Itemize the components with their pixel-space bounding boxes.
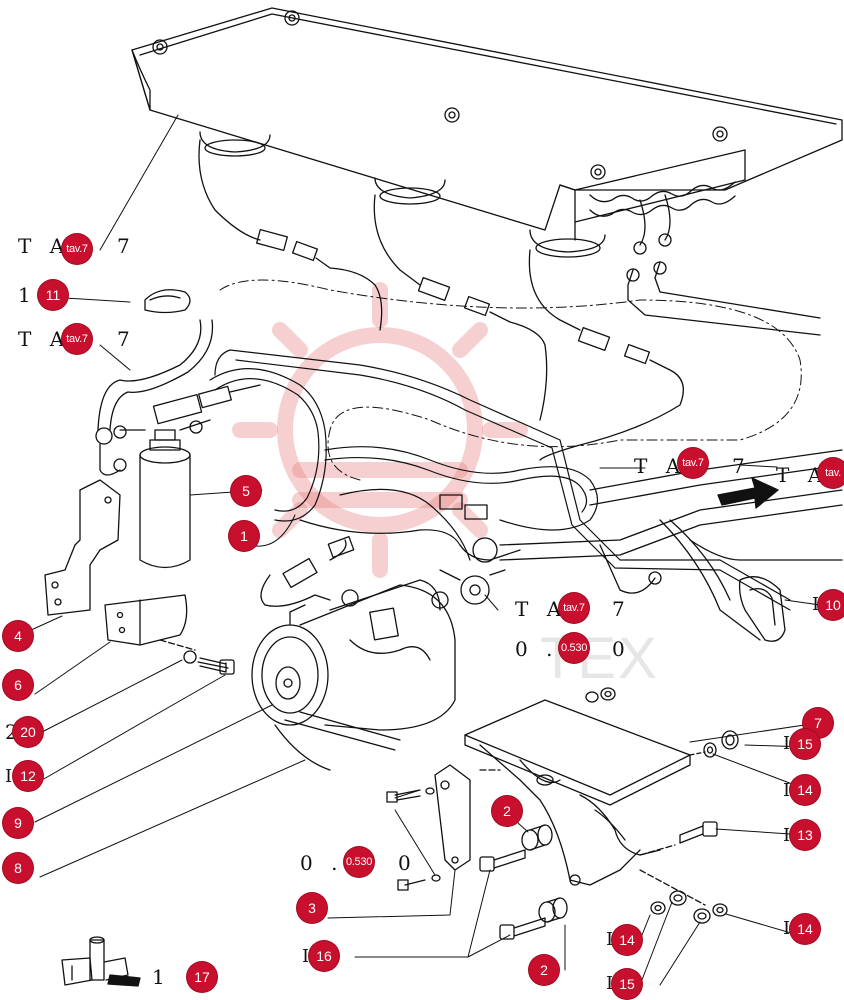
ref-text-7-1: 7 bbox=[117, 234, 136, 258]
callout-9[interactable]: 9 bbox=[3, 808, 33, 838]
callout-2-b[interactable]: 2 bbox=[529, 955, 559, 985]
watermark-text: TEX bbox=[540, 626, 659, 691]
callout-1[interactable]: 1 bbox=[229, 521, 259, 551]
callout-16[interactable]: 16 bbox=[309, 941, 339, 971]
marker-i-16: I bbox=[302, 946, 310, 967]
ref-text-ta-5: T A bbox=[515, 597, 568, 621]
ref-text-7-2: 7 bbox=[117, 327, 136, 351]
ref-text-7-3: 7 bbox=[732, 454, 751, 478]
washer-nut-right bbox=[689, 730, 739, 758]
marker-i-10: I bbox=[812, 594, 820, 615]
marker-i-13: I bbox=[783, 825, 791, 846]
spacer-2b bbox=[538, 897, 568, 923]
ref-text-0-b-end: 0 bbox=[398, 851, 417, 875]
compressor-9 bbox=[251, 579, 456, 731]
callout-5[interactable]: 5 bbox=[231, 476, 261, 506]
callout-2-a[interactable]: 2 bbox=[492, 796, 522, 826]
spacer-2a bbox=[521, 824, 553, 851]
hose-route-outline bbox=[219, 279, 802, 481]
callout-20[interactable]: 20 bbox=[13, 717, 43, 747]
callout-10[interactable]: 10 bbox=[818, 590, 844, 620]
roof-evaporator-housing bbox=[131, 7, 843, 241]
compressor-connectors bbox=[260, 494, 662, 607]
hose-clamp-11 bbox=[144, 289, 191, 314]
callout-13[interactable]: 13 bbox=[790, 820, 820, 850]
ref-text-7-5: 7 bbox=[612, 597, 631, 621]
marker-i-15a: I bbox=[783, 733, 791, 754]
ref-text-0-a: 0 . bbox=[515, 637, 559, 661]
bolt-13 bbox=[679, 821, 718, 844]
callout-15-b[interactable]: 15 bbox=[612, 969, 642, 999]
callout-4[interactable]: 4 bbox=[3, 621, 33, 651]
callout-tav7-a[interactable]: tav.7 bbox=[62, 234, 92, 264]
callout-8[interactable]: 8 bbox=[3, 853, 33, 883]
drive-belt-8 bbox=[274, 711, 401, 771]
ref-text-ta-3: T A bbox=[634, 454, 687, 478]
callout-tav7-e[interactable]: tav.7 bbox=[559, 593, 589, 623]
bolt-12 bbox=[197, 657, 229, 673]
marker-i-15b: I bbox=[606, 973, 614, 994]
drier-hose bbox=[95, 319, 214, 476]
drier-strap-6 bbox=[104, 594, 188, 646]
direction-arrow-icon bbox=[717, 477, 779, 509]
blower-motors bbox=[199, 131, 606, 258]
ref-text-ta-2: T A bbox=[18, 327, 71, 351]
washer-20 bbox=[183, 650, 197, 664]
callout-11[interactable]: 11 bbox=[38, 280, 68, 310]
hose-clip-10 bbox=[738, 576, 786, 642]
callout-6[interactable]: 6 bbox=[3, 670, 33, 700]
ref-text-1-11: 1 bbox=[18, 283, 37, 307]
cable-harness bbox=[209, 349, 791, 611]
marker-i-14c: I bbox=[783, 918, 791, 939]
bracket-3 bbox=[434, 764, 471, 871]
watermark-gear-icon bbox=[232, 282, 528, 578]
mounting-plate-7 bbox=[464, 699, 691, 886]
nut-washer-pair-a bbox=[585, 687, 616, 703]
callout-14-b[interactable]: 14 bbox=[612, 925, 642, 955]
marker-i-12: I bbox=[5, 766, 13, 787]
callout-14-a[interactable]: 14 bbox=[790, 775, 820, 805]
marker-i-14a: I bbox=[783, 780, 791, 801]
evaporator-coil bbox=[574, 149, 821, 336]
callout-tav7-c[interactable]: tav.7 bbox=[678, 448, 708, 478]
callout-12[interactable]: 12 bbox=[13, 761, 43, 791]
ref-text-ta-1: T A bbox=[18, 234, 71, 258]
ref-text-0-a-end: 0 bbox=[612, 637, 631, 661]
callout-tav7-b[interactable]: tav.7 bbox=[62, 324, 92, 354]
bolts-16 bbox=[479, 849, 546, 940]
receiver-drier-5 bbox=[113, 384, 261, 569]
blower-wiring bbox=[198, 139, 684, 461]
callout-14-c[interactable]: 14 bbox=[790, 914, 820, 944]
mounting-bracket-4 bbox=[44, 479, 121, 616]
callout-0530-b[interactable]: 0.530 bbox=[344, 847, 374, 877]
callout-0530-a[interactable]: 0.530 bbox=[559, 633, 589, 663]
marker-i-14b: I bbox=[606, 929, 614, 950]
ref-text-0-b: 0 . bbox=[300, 851, 344, 875]
callout-tav-d[interactable]: tav. bbox=[818, 458, 844, 488]
kit-icon bbox=[61, 936, 141, 987]
callout-3[interactable]: 3 bbox=[297, 893, 327, 923]
callout-15-a[interactable]: 15 bbox=[790, 729, 820, 759]
washer-nut-lower bbox=[639, 869, 728, 924]
callout-17[interactable]: 17 bbox=[187, 962, 217, 992]
